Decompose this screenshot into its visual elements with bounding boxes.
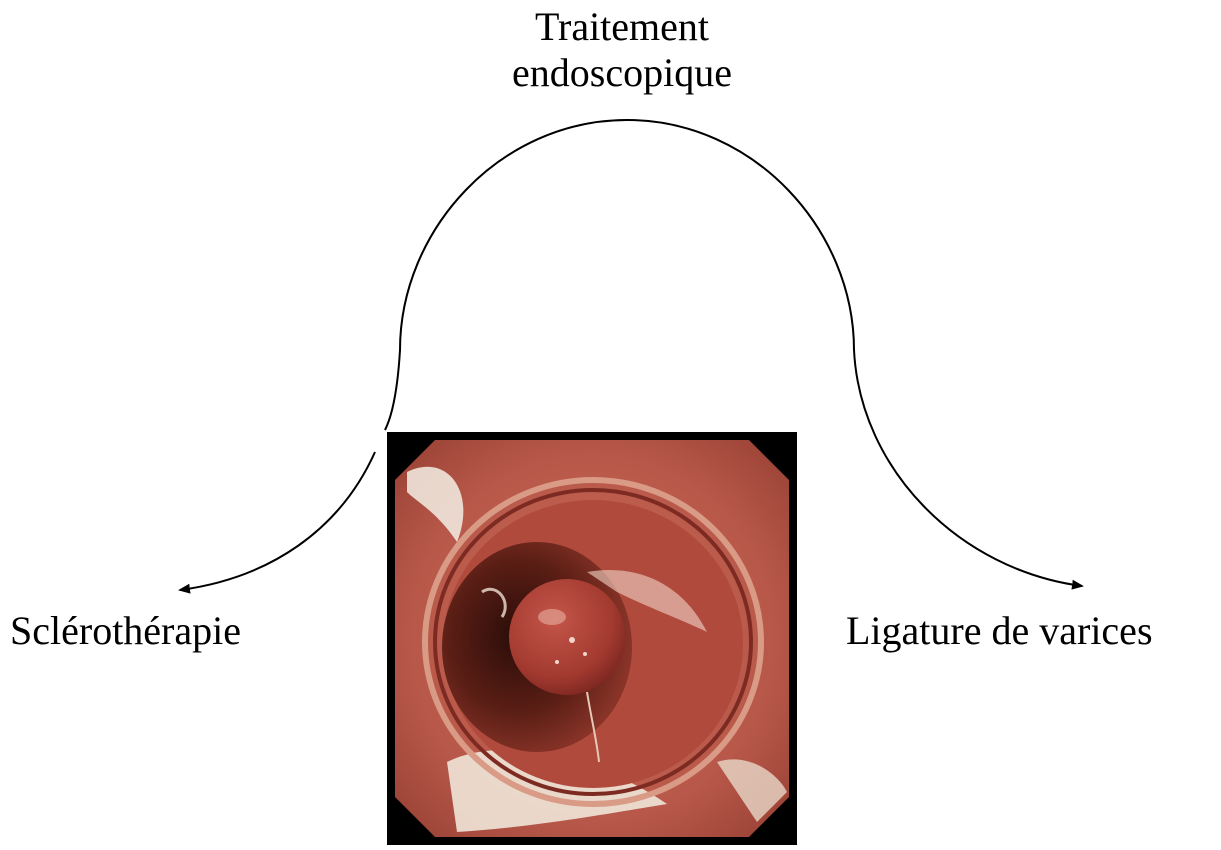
band-ligation-label: Ligature de varices: [846, 608, 1153, 654]
sclerotherapy-label: Sclérothérapie: [10, 608, 241, 654]
arrow-left-lower: [180, 452, 375, 590]
arrow-left: [385, 350, 400, 430]
arrow-right: [854, 350, 1082, 586]
endoscopy-image: [387, 432, 797, 845]
endoscopy-photo: [387, 432, 797, 845]
arc-top: [400, 120, 854, 350]
